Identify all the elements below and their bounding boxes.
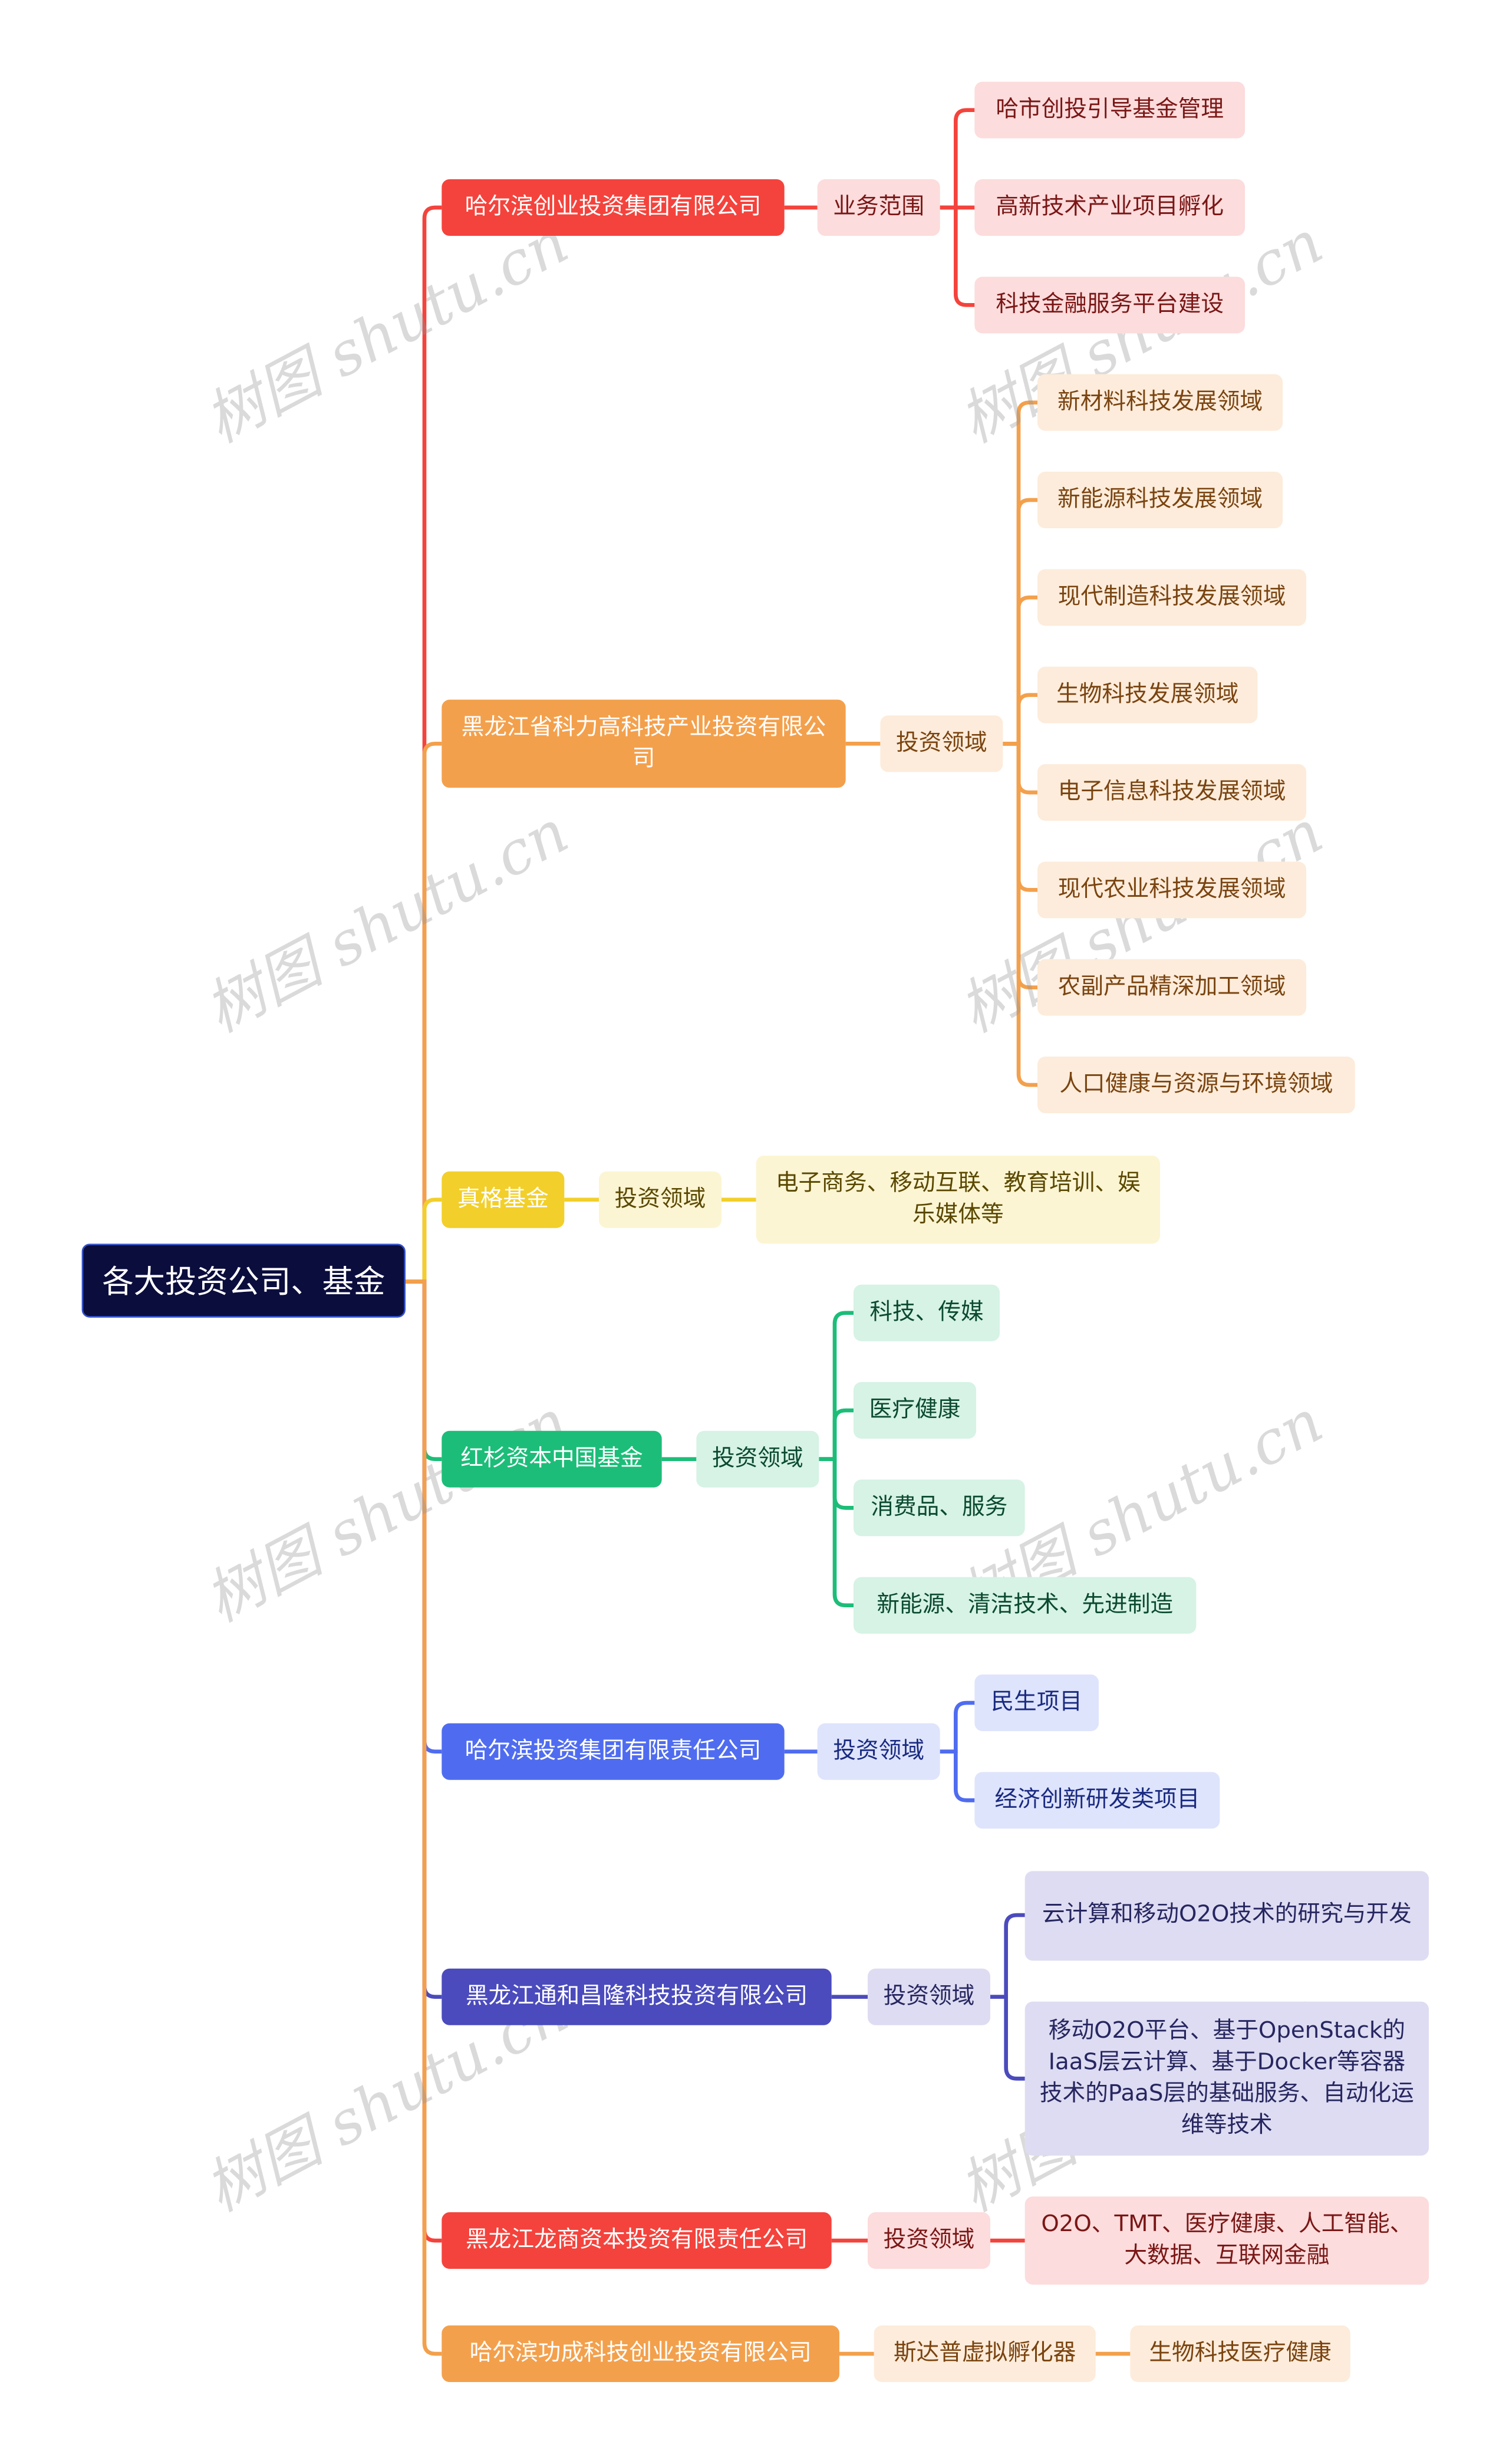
leaf-node[interactable]: 农副产品精深加工领域: [1037, 959, 1307, 1016]
category-to-leaf-connector: [940, 108, 975, 210]
leaf-node[interactable]: 消费品、服务: [854, 1479, 1025, 1537]
category-node[interactable]: 投资领域: [868, 1968, 991, 2025]
category-to-leaf-connector: [1003, 742, 1038, 1087]
category-to-leaf-connector: [990, 1913, 1025, 1999]
branch-node[interactable]: 哈尔滨投资集团有限责任公司: [442, 1723, 785, 1780]
leaf-node[interactable]: 生物科技发展领域: [1037, 666, 1258, 723]
category-node[interactable]: 投资领域: [696, 1430, 819, 1488]
leaf-node[interactable]: 新能源、清洁技术、先进制造: [854, 1577, 1197, 1634]
leaf-node[interactable]: 新材料科技发展领域: [1037, 374, 1283, 431]
branch-node[interactable]: 黑龙江省科力高科技产业投资有限公司: [442, 699, 846, 788]
category-to-leaf-connector: [1003, 400, 1038, 746]
leaf-node[interactable]: 高新技术产业项目孵化: [974, 179, 1246, 236]
category-to-leaf-connector: [1003, 498, 1038, 746]
leaf-node[interactable]: 民生项目: [974, 1675, 1099, 1732]
category-node[interactable]: 投资领域: [817, 1723, 940, 1780]
category-node[interactable]: 投资领域: [880, 715, 1003, 772]
root-to-branch-connector: [406, 205, 442, 1284]
leaf-node[interactable]: 科技金融服务平台建设: [974, 277, 1246, 334]
leaf-node[interactable]: 移动O2O平台、基于OpenStack的IaaS层云计算、基于Docker等容器…: [1024, 2001, 1429, 2156]
leaf-node[interactable]: 新能源科技发展领域: [1037, 472, 1283, 529]
category-to-leaf-connector: [819, 1457, 854, 1608]
leaf-node[interactable]: O2O、TMT、医疗健康、人工智能、大数据、互联网金融: [1024, 2196, 1429, 2285]
category-to-leaf-connector: [819, 1311, 854, 1462]
leaf-node[interactable]: 科技、传媒: [854, 1284, 1000, 1341]
root-to-branch-connector: [406, 1279, 442, 2356]
category-to-leaf-connector: [819, 1408, 854, 1462]
category-node[interactable]: 投资领域: [599, 1171, 722, 1228]
category-to-leaf-connector: [940, 1749, 975, 1802]
branch-node[interactable]: 红杉资本中国基金: [442, 1430, 662, 1488]
category-node[interactable]: 投资领域: [868, 2212, 991, 2269]
leaf-node[interactable]: 云计算和移动O2O技术的研究与开发: [1024, 1870, 1429, 1960]
category-to-leaf-connector: [940, 205, 975, 307]
branch-node[interactable]: 黑龙江龙商资本投资有限责任公司: [442, 2212, 832, 2269]
leaf-node[interactable]: 经济创新研发类项目: [974, 1772, 1220, 1829]
category-node[interactable]: 业务范围: [817, 179, 940, 236]
branch-node[interactable]: 真格基金: [442, 1171, 565, 1228]
branch-node[interactable]: 黑龙江通和昌隆科技投资有限公司: [442, 1968, 832, 2025]
leaf-node[interactable]: 电子信息科技发展领域: [1037, 764, 1307, 821]
root-to-branch-connector: [406, 1198, 442, 1284]
leaf-node[interactable]: 现代农业科技发展领域: [1037, 861, 1307, 919]
category-to-leaf-connector: [940, 1700, 975, 1754]
category-to-leaf-connector: [1003, 596, 1038, 746]
leaf-node[interactable]: 电子商务、移动互联、教育培训、娱乐媒体等: [756, 1156, 1161, 1244]
branch-node[interactable]: 哈尔滨功成科技创业投资有限公司: [442, 2325, 840, 2383]
category-node[interactable]: 斯达普虚拟孵化器: [874, 2325, 1096, 2383]
branch-node[interactable]: 哈尔滨创业投资集团有限公司: [442, 179, 785, 236]
leaf-node[interactable]: 生物科技医疗健康: [1130, 2325, 1350, 2383]
category-to-leaf-connector: [990, 1995, 1025, 2081]
root-to-branch-connector: [406, 742, 442, 1284]
leaf-node[interactable]: 人口健康与资源与环境领域: [1037, 1057, 1355, 1114]
category-to-leaf-connector: [1003, 693, 1038, 746]
root-node[interactable]: 各大投资公司、基金: [81, 1243, 406, 1318]
leaf-node[interactable]: 哈市创投引导基金管理: [974, 81, 1246, 139]
leaf-node[interactable]: 医疗健康: [854, 1382, 977, 1439]
leaf-node[interactable]: 现代制造科技发展领域: [1037, 569, 1307, 626]
